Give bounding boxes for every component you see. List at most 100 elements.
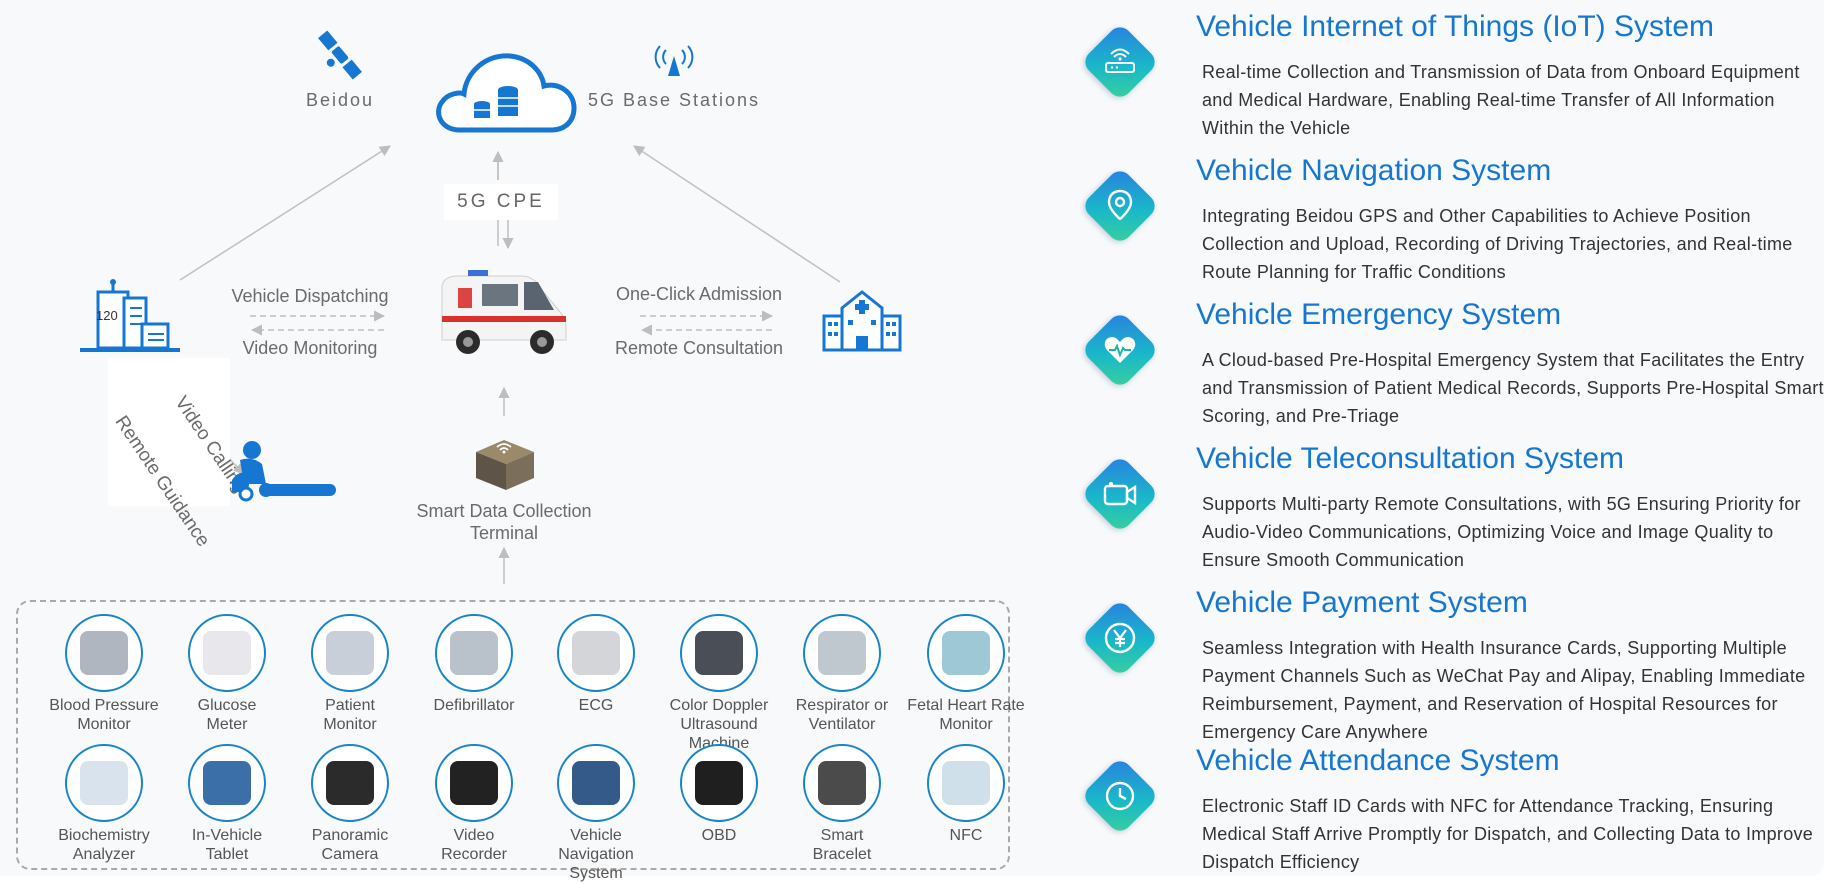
one-click-admission-label: One-Click Admission [615, 284, 783, 304]
device-label-line1: OBD [701, 827, 737, 844]
device-label-line1: NFC [949, 827, 983, 844]
ventilator-icon [803, 614, 881, 692]
device-label-line1: Video [453, 827, 495, 844]
antenna-icon [654, 45, 694, 76]
device-label-line1: Glucose [197, 697, 257, 714]
satellite-icon [318, 30, 362, 80]
beidou-label: Beidou [305, 90, 375, 110]
device-label-line1: Color Doppler [669, 697, 769, 714]
device-label: ECG [532, 696, 660, 715]
ambulance-icon [441, 270, 567, 354]
device-label-line1: ECG [578, 697, 614, 714]
arrow-hospital120-to-cloud [179, 145, 391, 281]
hospital-icon [822, 290, 902, 352]
fetal-monitor-icon [927, 614, 1005, 692]
device-label-line2: Tablet [205, 846, 249, 863]
video-recorder-icon [435, 744, 513, 822]
navigation-screen-icon [557, 744, 635, 822]
system-title: Vehicle Teleconsultation System [1196, 442, 1625, 475]
system-description: Seamless Integration with Health Insuran… [1202, 638, 1806, 742]
tablet-icon [188, 744, 266, 822]
bracelet-icon [803, 744, 881, 822]
device-label: OBD [655, 826, 783, 845]
system-description: A Cloud-based Pre-Hospital Emergency Sys… [1202, 350, 1824, 426]
device-label-line1: Blood Pressure [49, 697, 159, 714]
system-title: Vehicle Emergency System [1196, 298, 1562, 331]
data-terminal-icon [476, 440, 534, 490]
device-label: NFC [902, 826, 1030, 845]
device-label-line1: Biochemistry [58, 827, 150, 844]
camera-icon [311, 744, 389, 822]
obd-icon [680, 744, 758, 822]
nfc-icon [927, 744, 1005, 822]
terminal-label-line2: Terminal [469, 523, 539, 543]
building-120-number: 120 [96, 308, 118, 323]
system-title: Vehicle Payment System [1196, 586, 1528, 619]
ultrasound-icon [680, 614, 758, 692]
guidance-backdrop [108, 358, 230, 506]
device-label-line2: System [569, 865, 623, 882]
device-label: Respirator or Ventilator [778, 696, 906, 734]
device-label-line2: Recorder [441, 846, 507, 863]
terminal-label: Smart Data Collection Terminal [404, 500, 604, 544]
system-title: Vehicle Navigation System [1196, 154, 1552, 187]
device-label-line2: Ventilator [808, 716, 876, 733]
devices_row1-device: Respirator or Ventilator [778, 614, 906, 734]
video-camera-icon [1092, 466, 1148, 522]
devices_row1-device: Defibrillator [410, 614, 538, 715]
system-item: Vehicle Emergency System A Cloud-based Pr… [1080, 298, 1824, 438]
patient-care-icon [232, 441, 336, 502]
ecg-icon [557, 614, 635, 692]
biochemistry-analyzer-icon [65, 744, 143, 822]
clock-icon [1092, 768, 1148, 824]
cloud-data-center-icon [436, 53, 577, 133]
yen-coin-icon [1092, 610, 1148, 666]
router-icon [1092, 34, 1148, 90]
arrow-hospital-to-cloud [633, 145, 841, 283]
device-label-line1: Defibrillator [433, 697, 515, 714]
devices_row2-device: OBD [655, 744, 783, 845]
system-title: Vehicle Internet of Things (IoT) System [1196, 10, 1715, 43]
cpe-box: 5G CPE [444, 184, 558, 220]
device-label-line2: Camera [321, 846, 379, 863]
heart-pulse-icon [1092, 322, 1148, 378]
device-label-line1: Panoramic [311, 827, 389, 844]
defibrillator-icon [435, 614, 513, 692]
blood-pressure-monitor-icon [65, 614, 143, 692]
glucose-meter-icon [188, 614, 266, 692]
remote-consultation-label: Remote Consultation [614, 338, 784, 358]
device-label-line1: Respirator or [795, 697, 889, 714]
device-label: Defibrillator [410, 696, 538, 715]
devices_row2-device: NFC [902, 744, 1030, 845]
system-description: Electronic Staff ID Cards with NFC for A… [1202, 796, 1814, 872]
device-label-line2: Bracelet [812, 846, 872, 863]
device-label-line1: Fetal Heart Rate [907, 697, 1025, 714]
system-description: Real-time Collection and Transmission of… [1202, 62, 1800, 138]
system-description: Integrating Beidou GPS and Other Capabil… [1202, 206, 1793, 282]
vehicle-dispatching-label: Vehicle Dispatching [231, 286, 389, 306]
device-label-line1: Vehicle Navigation [558, 827, 634, 863]
device-label-line1: Patient [325, 697, 375, 714]
